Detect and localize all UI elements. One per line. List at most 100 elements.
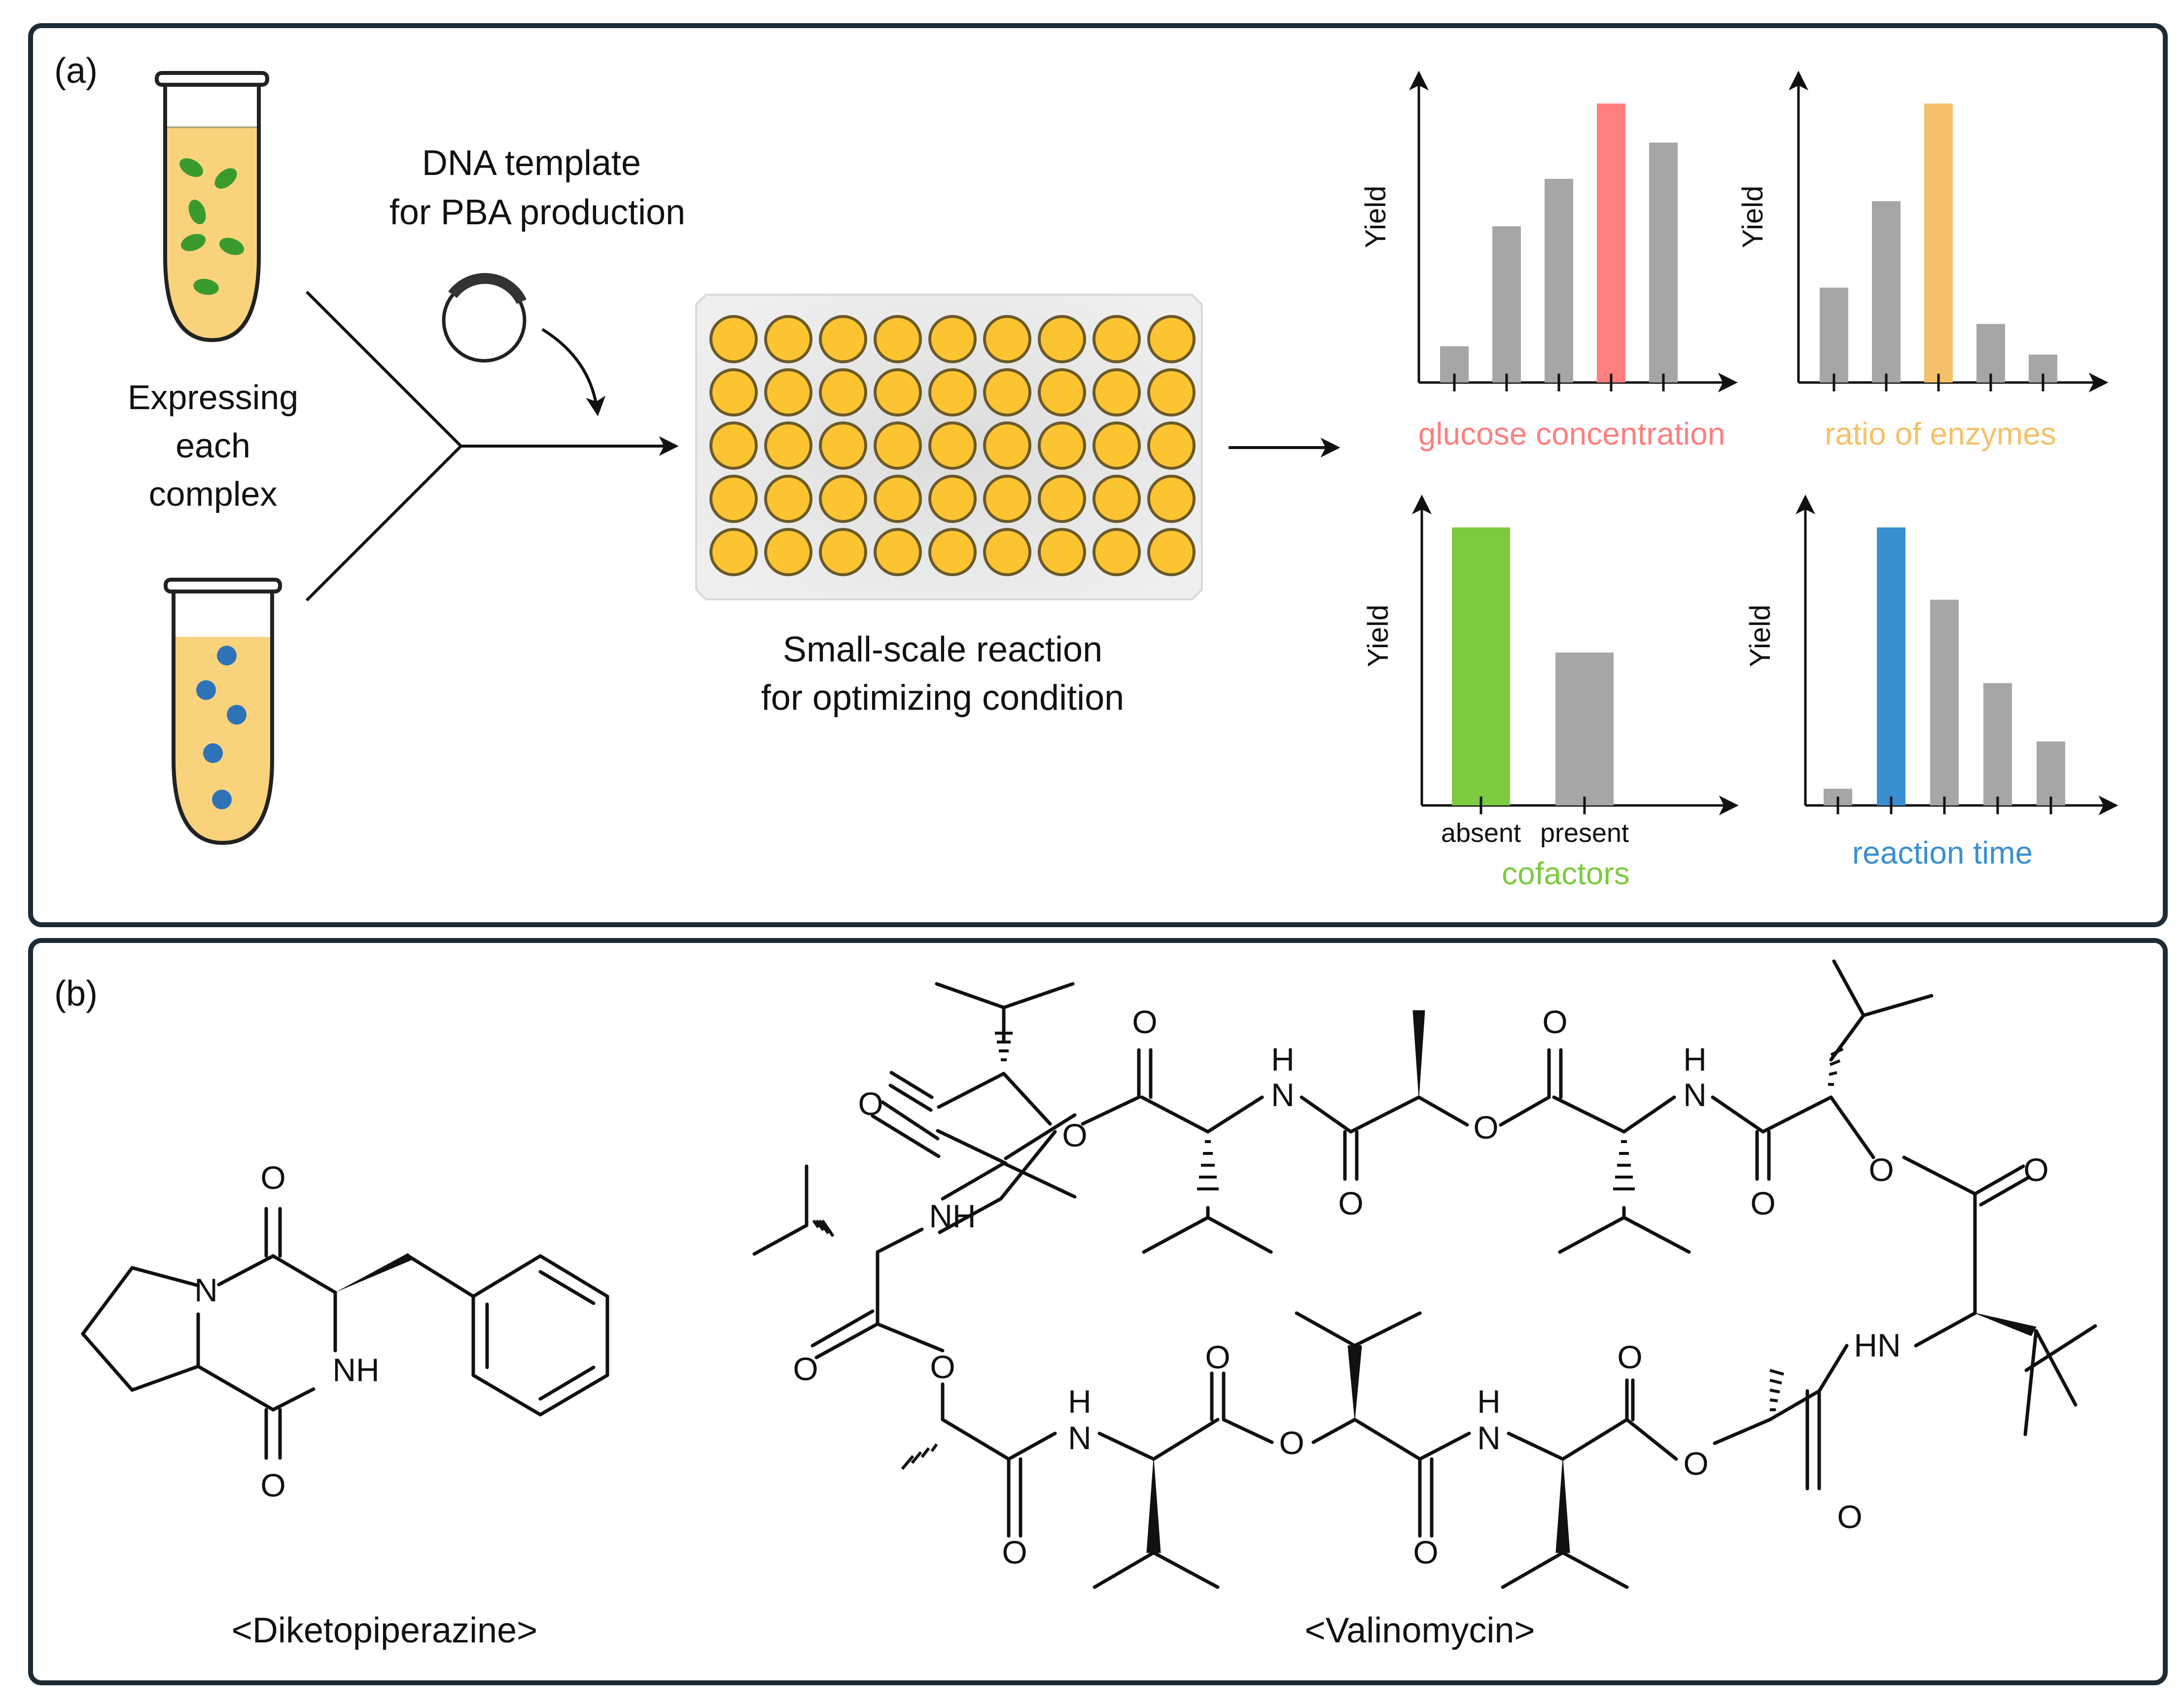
well [874,315,922,363]
svg-text:N: N [1068,1420,1092,1456]
svg-text:O: O [260,1159,285,1196]
well [874,475,922,523]
well [819,368,867,417]
bar [1597,104,1625,383]
well [1147,368,1196,417]
tick-label: absent [1441,818,1521,848]
well [928,368,977,417]
dna-template-line-1: DNA template [422,143,641,183]
svg-text:H: H [1683,1041,1707,1078]
well [1092,368,1141,417]
well [983,368,1031,417]
svg-text:H: H [1068,1383,1092,1420]
well [928,421,977,470]
well [928,475,977,523]
well [1092,528,1141,576]
green-cell-icons [179,158,245,295]
svg-text:O: O [1750,1185,1775,1221]
well [983,421,1031,470]
well [1038,368,1086,417]
svg-text:N: N [1477,1420,1501,1456]
valinomycin-structure [752,959,2097,1589]
well [709,475,758,523]
svg-text:O: O [1062,1117,1087,1153]
svg-text:O: O [793,1351,818,1387]
well [709,368,758,417]
tick-label: present [1540,818,1629,848]
bar [1452,527,1510,805]
svg-text:O: O [1868,1151,1894,1188]
valinomycin-atom-labels: O O O O H N O H N O O O O NH HN O O O O … [793,1004,2048,1570]
tube-2-cap [164,578,282,593]
y-axis-label: Yield [1360,186,1392,248]
panel-a-frame [28,23,2168,927]
svg-text:O: O [260,1467,285,1503]
dkp-wedge-bond [335,1253,412,1292]
y-axis-label: Yield [1362,605,1394,667]
svg-text:N: N [1683,1077,1707,1113]
bar [1924,104,1953,383]
bar [1976,324,2005,383]
well [764,475,812,523]
well [928,315,977,363]
well [1147,475,1196,523]
svg-text:NH: NH [332,1352,379,1388]
well [1147,528,1196,576]
well [983,528,1031,576]
well [874,368,922,417]
well [1092,315,1141,363]
merge-lines [305,290,679,602]
well [1038,421,1086,470]
panel-b-frame [28,938,2168,1685]
tube-1-outline [163,84,261,343]
svg-text:N: N [194,1272,218,1308]
y-axis-label: Yield [1737,186,1769,248]
bar [1492,226,1521,383]
y-axis-label: Yield [1744,605,1776,667]
well [819,315,867,363]
svg-text:O: O [1205,1339,1230,1375]
svg-text:O: O [1002,1534,1027,1570]
well [764,528,812,576]
plasmid-arrow [541,328,606,417]
valinomycin-name: <Valinomycin> [1305,1611,1535,1650]
bar [1930,599,1959,805]
well [1092,475,1141,523]
bar [1872,201,1901,383]
well [1038,315,1086,363]
well [709,528,758,576]
well [1038,475,1086,523]
well [709,315,758,363]
well [819,528,867,576]
dna-template-line-2: for PBA production [389,193,685,232]
well [874,421,922,470]
bar [1545,178,1573,383]
well [983,315,1031,363]
svg-text:O: O [930,1349,955,1385]
well [874,528,922,576]
panel-b-label: (b) [54,974,98,1013]
well [928,528,977,576]
bar [2037,741,2065,805]
tube-1-cap [155,71,269,87]
expressing-line-2: each [176,426,250,465]
panel-a-label: (a) [54,51,98,91]
well [1147,315,1196,363]
blue-cell-icons [196,646,247,809]
svg-text:O: O [1473,1109,1498,1146]
bar [1649,142,1678,383]
small-scale-line-1: Small-scale reaction [783,630,1102,669]
tube-2-outline [172,591,274,845]
svg-text:H: H [1477,1383,1501,1420]
svg-text:N: N [1271,1077,1295,1113]
x-axis-label: reaction time [1852,835,2033,870]
svg-text:O: O [858,1085,883,1122]
plasmid-icon [442,273,527,363]
well [709,421,758,470]
dkp-atom-labels: O N NH O [194,1159,380,1503]
svg-text:O: O [1413,1534,1438,1570]
svg-text:O: O [1683,1445,1708,1482]
bar [1877,527,1905,805]
